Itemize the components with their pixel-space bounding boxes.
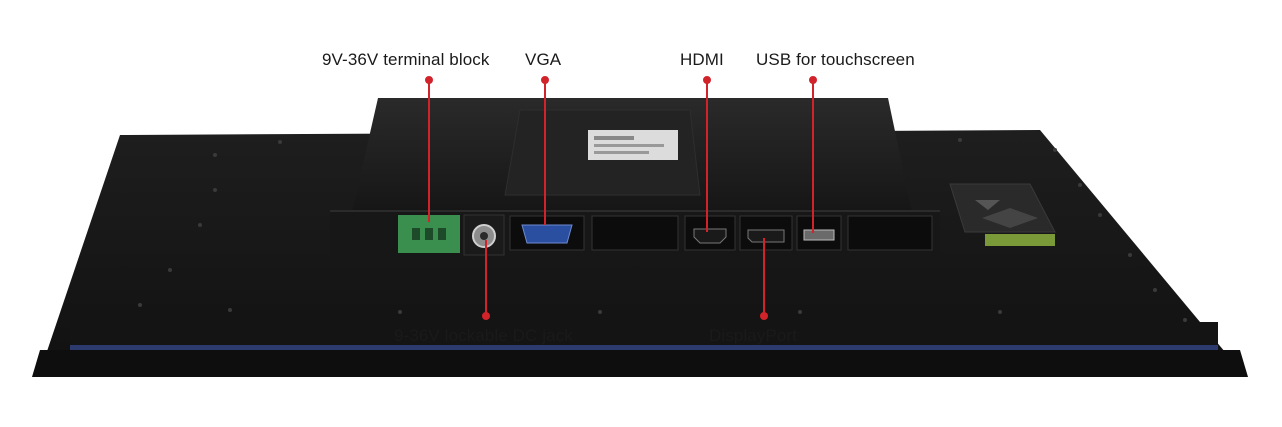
hdmi-callout: HDMI [680,50,724,69]
blank-port-slot [591,215,679,251]
dc-jack-callout: 9-36V lockable DC jack [394,326,573,345]
leader-lines [425,76,817,320]
displayport-callout: DisplayPort [709,326,798,345]
usb-connector [803,229,835,241]
hdmi-connector [693,228,727,244]
displayport-connector [747,229,785,243]
vga-connector [521,224,573,244]
usb-touchscreen-callout: USB for touchscreen [756,50,915,69]
vga-callout: VGA [525,50,562,69]
terminal-block-callout: 9V-36V terminal block [322,50,490,69]
compliance-sticker [985,234,1055,246]
serial-port-slot [847,215,933,251]
screw-holes [138,138,1187,322]
